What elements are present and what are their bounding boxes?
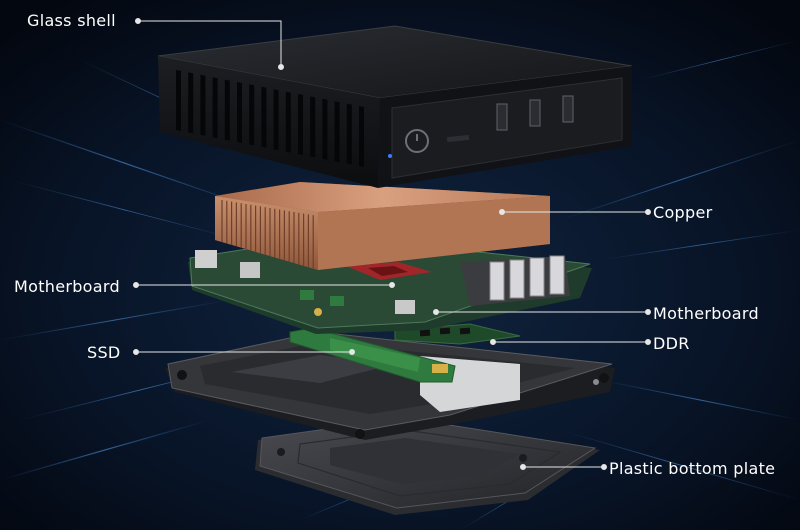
vent-slot [346,103,352,165]
vent-slot [212,77,218,139]
copper-heatsink [215,182,550,270]
label-motherboard-left: Motherboard [14,277,120,296]
plastic-frame [165,331,615,440]
vent-slot [322,98,328,160]
label-plastic-bottom-plate: Plastic bottom plate [609,459,776,478]
vent-slot [249,84,255,146]
vent-slot [359,106,364,167]
leader-lines [133,18,651,470]
vent-slot [224,79,230,141]
vent-slot [237,82,242,143]
vent-slot [176,70,181,131]
vent-slot [298,94,303,155]
vent-slot [273,89,279,151]
label-copper: Copper [653,203,713,222]
side-vents [176,70,364,167]
label-ddr: DDR [653,334,690,353]
front-ports [388,95,574,158]
vent-slot [310,96,316,158]
vent-slot [200,74,206,136]
plastic-bottom-plate [255,417,600,515]
label-glass-shell: Glass shell [27,11,116,30]
vent-slot [188,72,194,134]
black-shell-case [157,25,633,188]
vent-slot [261,86,267,148]
vent-slot [334,101,340,163]
vent-slot [285,91,291,153]
label-ssd: SSD [87,343,121,362]
label-motherboard-right: Motherboard [653,304,759,323]
